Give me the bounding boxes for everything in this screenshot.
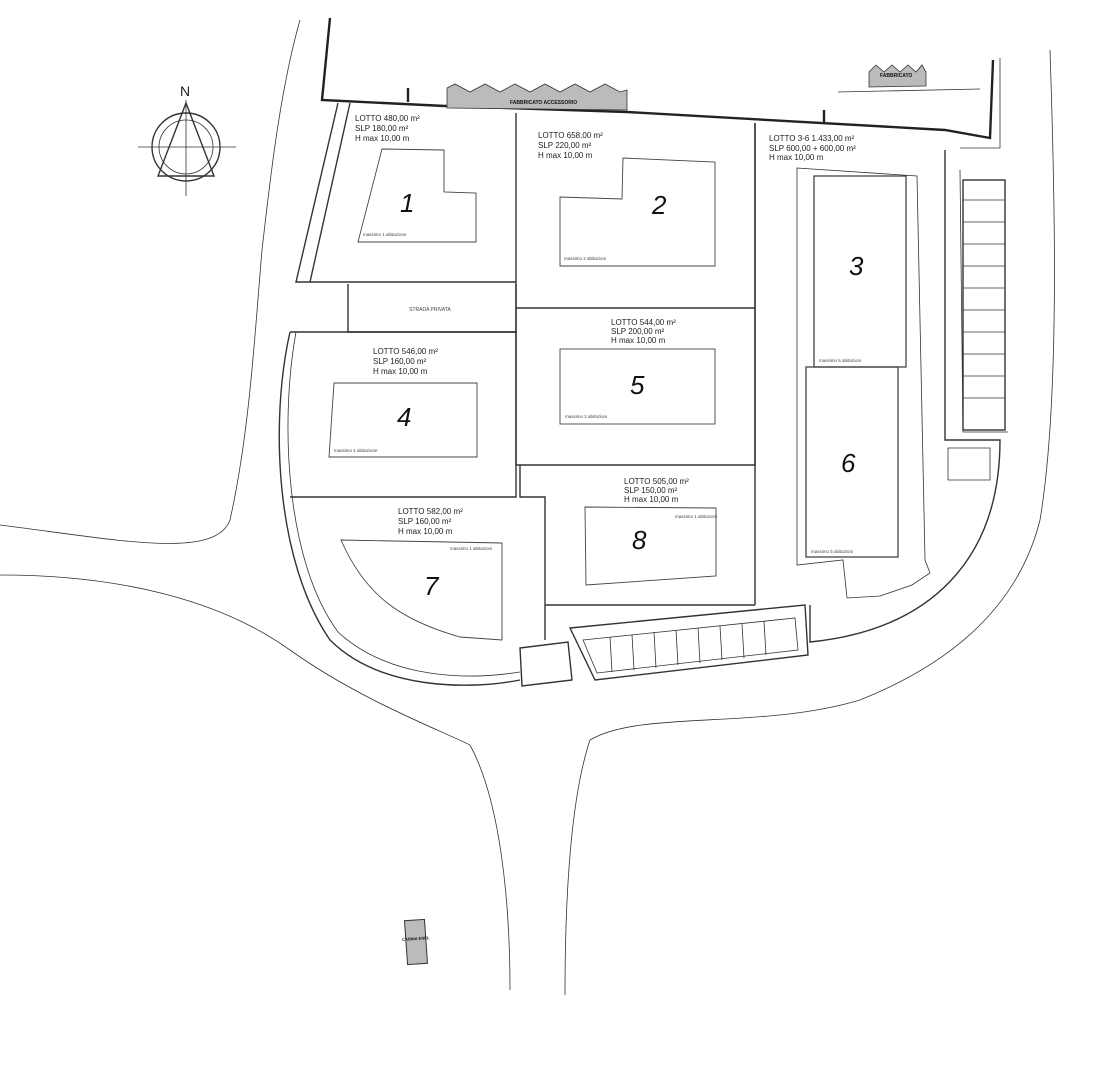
lot-slp: SLP 200,00 m² bbox=[611, 327, 665, 336]
lot-hmax: H max 10,00 m bbox=[538, 151, 593, 160]
lot-area: LOTTO 658,00 m² bbox=[538, 131, 603, 140]
lot-note: massimo 1 abitazione bbox=[363, 232, 407, 237]
lot-area: LOTTO 480,00 m² bbox=[355, 114, 420, 123]
lot-note: massimo 5 abitazioni bbox=[819, 358, 861, 363]
parking-south bbox=[519, 604, 809, 687]
lot-slp: SLP 180,00 m² bbox=[355, 124, 409, 133]
lot-note: massimo 1 abitazioni bbox=[450, 546, 492, 551]
existing-building: FABBRICATO bbox=[837, 64, 981, 93]
private-road-label: STRADA PRIVATA bbox=[409, 307, 451, 313]
roads bbox=[0, 19, 1055, 996]
accessory-building: FABBRICATO ACCESSORIO bbox=[446, 83, 628, 111]
lot-boundaries bbox=[290, 113, 756, 640]
lot-number: 1 bbox=[400, 188, 414, 218]
building-footprint-6 bbox=[805, 366, 899, 558]
lot-hmax: H max 10,00 m bbox=[611, 336, 666, 345]
lot-area: LOTTO 544,00 m² bbox=[611, 318, 676, 327]
lot-slp: SLP 150,00 m² bbox=[624, 486, 678, 495]
lot-number: 6 bbox=[841, 448, 856, 478]
building-footprint bbox=[584, 506, 717, 586]
lot-5: LOTTO 544,00 m² SLP 200,00 m² H max 10,0… bbox=[559, 318, 716, 425]
lot-hmax: H max 10,00 m bbox=[355, 134, 410, 143]
lot-area: LOTTO 546,00 m² bbox=[373, 347, 438, 356]
lot-hmax: H max 10,00 m bbox=[624, 495, 679, 504]
lot-number: 3 bbox=[849, 251, 864, 281]
north-label: N bbox=[180, 83, 190, 99]
building-footprint bbox=[559, 157, 716, 267]
north-boundary bbox=[320, 17, 1001, 149]
lot-number: 4 bbox=[397, 402, 411, 432]
lot-note: massimo 1 abitazioni bbox=[675, 514, 717, 519]
lot-note: massimo 2 abitazioni bbox=[565, 414, 607, 419]
lot-4: LOTTO 546,00 m² SLP 160,00 m² H max 10,0… bbox=[328, 347, 478, 458]
lot-slp: SLP 160,00 m² bbox=[373, 357, 427, 366]
lot-slp: SLP 160,00 m² bbox=[398, 517, 452, 526]
lot-number: 8 bbox=[632, 525, 647, 555]
lot-slp: SLP 600,00 + 600,00 m² bbox=[769, 144, 856, 153]
building-footprint bbox=[340, 539, 503, 641]
lot-area: LOTTO 582,00 m² bbox=[398, 507, 463, 516]
lot-number: 5 bbox=[630, 370, 645, 400]
building-footprint bbox=[328, 382, 478, 458]
lot-note: massimo 5 abitazioni bbox=[811, 549, 853, 554]
lot-number: 2 bbox=[651, 190, 667, 220]
lot-7: LOTTO 582,00 m² SLP 160,00 m² H max 10,0… bbox=[340, 507, 503, 641]
lot-1: LOTTO 480,00 m² SLP 180,00 m² H max 10,0… bbox=[355, 114, 477, 243]
lot-2: LOTTO 658,00 m² SLP 220,00 m² H max 10,0… bbox=[538, 131, 716, 267]
existing-building-label: FABBRICATO bbox=[880, 73, 912, 79]
lot-hmax: H max 10,00 m bbox=[398, 527, 453, 536]
lot-hmax: H max 10,00 m bbox=[373, 367, 428, 376]
lot-number: 7 bbox=[424, 571, 440, 601]
cabin-label: CABINA ENEL bbox=[402, 935, 430, 942]
lot-area: LOTTO 505,00 m² bbox=[624, 477, 689, 486]
lot-area: LOTTO 3-6 1.433,00 m² bbox=[769, 134, 855, 143]
lot-note: massimo 2 abitazioni bbox=[564, 256, 606, 261]
building-footprint bbox=[559, 348, 716, 425]
lot-hmax: H max 10,00 m bbox=[769, 153, 824, 162]
estate-boundary bbox=[278, 102, 1008, 686]
lot-note: massimo 1 abitazione bbox=[334, 448, 378, 453]
lot-3-6: LOTTO 3-6 1.433,00 m² SLP 600,00 + 600,0… bbox=[769, 134, 931, 599]
building-footprint bbox=[357, 148, 477, 243]
north-arrow-icon: N bbox=[138, 83, 236, 196]
parking-east bbox=[962, 179, 1006, 431]
electrical-cabin: CABINA ENEL bbox=[402, 918, 430, 966]
accessory-building-label: FABBRICATO ACCESSORIO bbox=[510, 100, 577, 106]
lot-slp: SLP 220,00 m² bbox=[538, 141, 592, 150]
lot-8: LOTTO 505,00 m² SLP 150,00 m² H max 10,0… bbox=[584, 477, 717, 586]
